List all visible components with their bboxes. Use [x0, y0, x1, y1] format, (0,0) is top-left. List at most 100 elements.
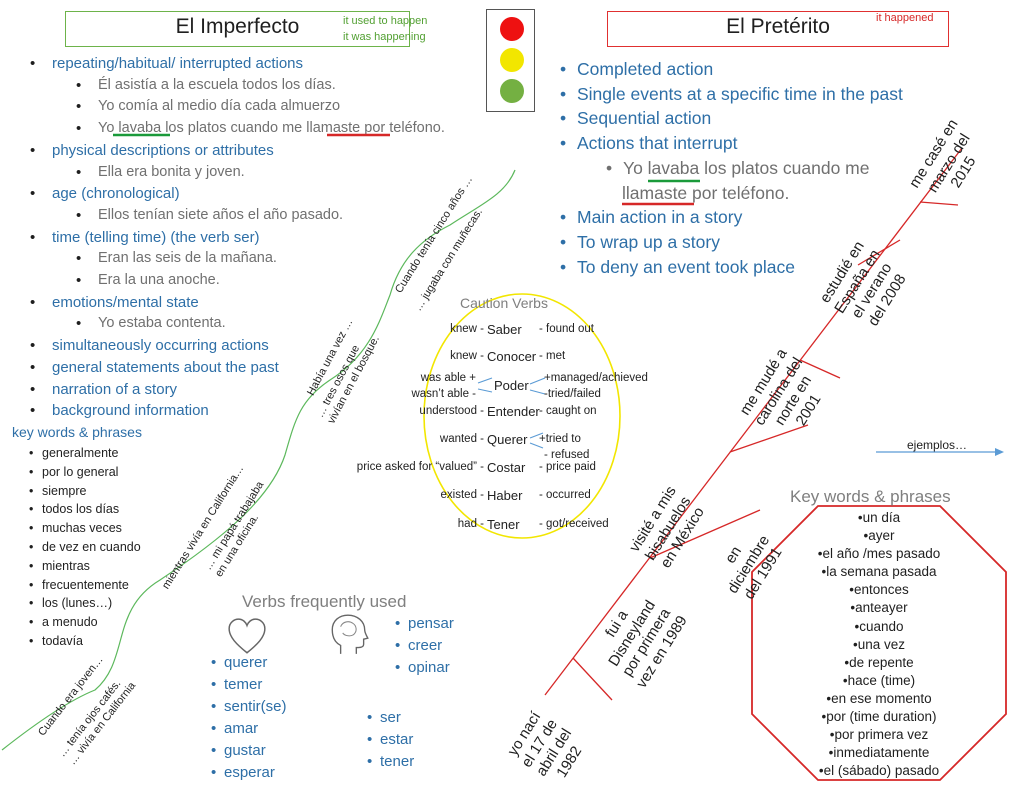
preterito-use: Sequential action — [577, 108, 712, 129]
keyword-item: todos los días — [29, 500, 141, 519]
caution-preterite-meaning: +tried to — [539, 433, 581, 445]
imperfecto-example: Yo comía al medio día cada almuerzo — [98, 98, 341, 115]
bullet-marker: • — [76, 315, 82, 333]
caution-verb: Querer — [487, 432, 528, 447]
imperfecto-example: Era la una anoche. — [98, 272, 220, 289]
caution-preterite-meaning: - found out — [539, 323, 594, 335]
imperfecto-use: time (telling time) (the verb ser) — [52, 228, 260, 246]
bullet-marker: • — [560, 133, 567, 154]
traffic-light-icon — [486, 9, 535, 112]
preterito-title: El Pretérito — [607, 11, 949, 47]
keyword-item: por lo general — [29, 463, 141, 482]
caution-verb: Costar — [487, 460, 526, 475]
caution-imperfect-meaning: price asked for “valued” - — [356, 461, 484, 473]
caution-imperfect-meaning: knew - — [450, 323, 484, 335]
caution-preterite-meaning: - price paid — [539, 461, 596, 473]
imperfecto-uses-list: repeating/habitual/ interrupted actions•… — [0, 53, 445, 422]
caution-preterite-meaning: - refused — [544, 449, 590, 461]
bullet-marker: • — [30, 337, 36, 355]
imperfecto-example: Yo estaba contenta. — [98, 315, 226, 332]
verbs-title: Verbs frequently used — [242, 592, 407, 611]
bullet-marker: • — [30, 228, 36, 246]
bullet-marker: • — [76, 272, 82, 289]
keyword-item: •el año /mes pasado — [817, 546, 941, 562]
bullet-marker: • — [30, 55, 36, 72]
preterito-use: To wrap up a story — [577, 231, 720, 252]
caution-preterite-meaning: - caught on — [539, 405, 597, 417]
keyword-item: de vez en cuando — [29, 538, 141, 557]
keyword-item: •la semana pasada — [821, 564, 937, 580]
bullet-marker: • — [30, 141, 36, 159]
bullet-marker: • — [560, 207, 567, 228]
preterito-use: Actions that interrupt — [577, 133, 738, 154]
preterito-note: it happened — [876, 12, 934, 24]
caution-imperfect-meaning: understood - — [419, 405, 484, 417]
caution-imperfect-meaning: wasn’t able - — [411, 388, 476, 400]
timeline-line — [544, 147, 963, 696]
bullet-marker: • — [76, 163, 82, 181]
imperfecto-example: Él asistía a la escuela todos los días. — [98, 76, 336, 93]
caution-preterite-meaning: - occurred — [539, 489, 591, 501]
bullet-marker: • — [30, 402, 36, 420]
bullet-marker: • — [76, 120, 82, 138]
caution-imperfect-meaning: had - — [457, 518, 484, 530]
bullet-marker: • — [30, 380, 36, 398]
preterito-use: To deny an event took place — [577, 256, 795, 277]
keyword-item: •en ese momento — [826, 690, 932, 706]
imperfecto-title: El Imperfecto — [65, 11, 410, 47]
bullet-marker: • — [76, 206, 82, 224]
verb-item: ser — [367, 707, 414, 729]
bullet-marker: • — [30, 358, 36, 376]
keyword-item: •un día — [857, 510, 901, 525]
caution-imperfect-meaning: knew - — [450, 350, 484, 362]
caution-imperfect-meaning: existed - — [440, 489, 484, 501]
verb-item: esperar — [211, 762, 287, 784]
verb-item: sentir(se) — [211, 696, 286, 718]
preterito-keywords-list: •un día •ayer •el año /mes pasado •la seman… — [752, 509, 1006, 780]
keyword-item: •hace (time) — [842, 672, 916, 688]
bullet-marker: • — [560, 256, 567, 277]
preterito-use: Completed action — [577, 59, 714, 79]
bullet-marker: • — [76, 76, 82, 94]
underline-marks — [113, 133, 700, 206]
verb-item: tener — [367, 751, 414, 773]
keyword-item: •por (time duration) — [821, 709, 937, 725]
keyword-item: •el (sábado) pasado — [818, 763, 940, 779]
caution-preterite-meaning: - got/received — [539, 518, 609, 530]
verb-item: querer — [211, 652, 287, 674]
keyword-item: •inmediatamente — [828, 745, 930, 761]
caution-arrows — [477, 377, 546, 449]
verbs-heart-list: querertemersentir(se)amargustaresperar — [211, 652, 287, 784]
preterito-example: Yo lavaba los platos cuando me — [623, 157, 870, 178]
caution-verb: Entender — [487, 404, 540, 419]
keyword-item: •ayer — [863, 528, 895, 544]
caution-verb: Saber — [487, 322, 522, 337]
caution-preterite-meaning: -tried/failed — [544, 388, 601, 400]
keyword-item: mientras — [29, 557, 141, 576]
bullet-marker: • — [560, 83, 567, 104]
keyword-item: •entonces — [849, 582, 909, 598]
preterito-use: Single events at a specific time in the … — [577, 83, 903, 104]
keyword-item: •cuando — [854, 618, 904, 634]
bullet-marker: • — [606, 157, 613, 178]
verb-item: pensar — [395, 613, 454, 635]
timeline-ticks — [572, 201, 959, 701]
caution-verb: Tener — [487, 517, 520, 532]
keyword-item: siempre — [29, 482, 141, 501]
caution-preterite-meaning: +managed/achieved — [544, 372, 648, 384]
keyword-item: •una vez — [852, 636, 905, 652]
verb-item: opinar — [395, 657, 454, 679]
story-curve — [1, 169, 516, 751]
caution-verb: Conocer — [487, 349, 537, 364]
keyword-item: •de repente — [844, 654, 914, 670]
bullet-marker: • — [560, 231, 567, 252]
bullet-marker: • — [560, 108, 567, 129]
caution-verb: Poder — [494, 378, 529, 393]
keywords-octagon — [751, 505, 1007, 781]
caution-circle — [423, 293, 621, 539]
imperfecto-example: Eran las seis de la mañana. — [98, 250, 277, 267]
imperfecto-example: Ellos tenían siete años el año pasado. — [98, 206, 344, 223]
imperfecto-keywords-title: key words & phrases — [12, 424, 142, 440]
preterito-uses-list: Completed action • Single events at a spec… — [0, 57, 903, 279]
